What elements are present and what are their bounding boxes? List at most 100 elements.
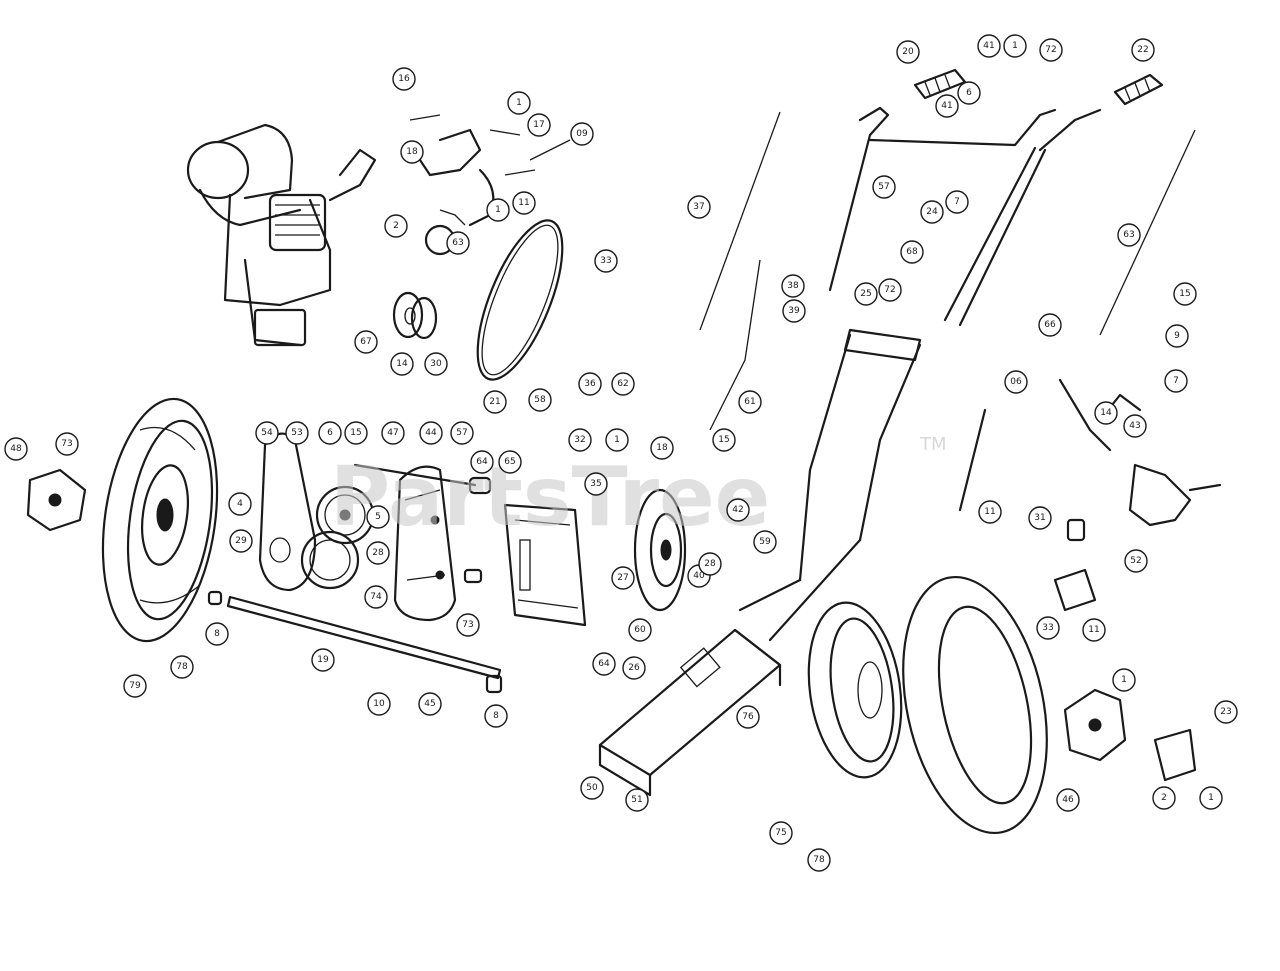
callout-circle [687, 195, 711, 219]
callout-circle [580, 776, 604, 800]
spacer-parts [207, 568, 503, 694]
callout-circle [781, 274, 805, 298]
callout-circle [650, 436, 674, 460]
callout-number: 18 [406, 147, 418, 157]
callout-circle [486, 198, 510, 222]
callout-circle [622, 656, 646, 680]
part-callout-39: 39 [782, 299, 806, 323]
callout-number: 72 [884, 285, 895, 295]
callout-circle [736, 705, 760, 729]
throttle-linkage [409, 114, 571, 256]
callout-circle [1117, 223, 1141, 247]
chain-case-housing [393, 465, 457, 622]
callout-number: 8 [493, 711, 499, 721]
callout-circle [1199, 786, 1223, 810]
part-callout-61: 61 [738, 390, 762, 414]
callout-circle [1082, 618, 1106, 642]
part-callout-59: 59 [753, 530, 777, 554]
clutch-linkage [958, 378, 1222, 612]
callout-circle [390, 352, 414, 376]
part-callout-79: 79 [123, 674, 147, 698]
part-callout-37: 37 [687, 195, 711, 219]
callout-circle [1173, 282, 1197, 306]
part-callout-75: 75 [769, 821, 793, 845]
callout-number: 78 [176, 662, 188, 672]
callout-circle [592, 652, 616, 676]
part-callout-06: 06 [1004, 370, 1028, 394]
part-callout-64: 64 [470, 450, 494, 474]
part-callout-1: 1 [1112, 668, 1136, 692]
callout-number: 72 [1045, 45, 1056, 55]
callout-number: 38 [787, 281, 799, 291]
callout-circle [384, 214, 408, 238]
part-callout-1: 1 [605, 428, 629, 452]
callout-circle [1039, 38, 1063, 62]
callout-circle [769, 821, 793, 845]
callout-number: 53 [291, 428, 302, 438]
callout-circle [1112, 668, 1136, 692]
right-wheel-tire [902, 575, 1048, 835]
callout-circle [628, 618, 652, 642]
part-callout-2: 2 [1152, 786, 1176, 810]
part-callout-31: 31 [1028, 506, 1052, 530]
part-callout-15: 15 [1173, 282, 1197, 306]
part-callout-9: 9 [1165, 324, 1189, 348]
part-callout-28: 28 [366, 541, 390, 565]
part-callout-73: 73 [456, 613, 480, 637]
callout-circle [400, 140, 424, 164]
callout-number: 5 [375, 512, 381, 522]
callout-number: 36 [584, 379, 596, 389]
part-callout-11: 11 [978, 500, 1002, 524]
callout-number: 7 [1173, 376, 1179, 386]
callout-circle [55, 432, 79, 456]
part-callout-7: 7 [945, 190, 969, 214]
callout-circle [205, 622, 229, 646]
part-callout-7: 7 [1164, 369, 1188, 393]
callout-number: 18 [656, 443, 668, 453]
part-callout-20: 20 [896, 40, 920, 64]
callout-number: 11 [1088, 625, 1099, 635]
part-callout-25: 25 [854, 282, 878, 306]
callout-circle [498, 450, 522, 474]
callout-number: 58 [534, 395, 546, 405]
callout-number: 2 [1161, 793, 1167, 803]
callout-circle [450, 421, 474, 445]
part-callout-35: 35 [584, 472, 608, 496]
callout-circle [854, 282, 878, 306]
callout-circle [977, 34, 1001, 58]
part-callout-64: 64 [592, 652, 616, 676]
part-callout-36: 36 [578, 372, 602, 396]
part-callout-29: 29 [229, 529, 253, 553]
callout-circle [896, 40, 920, 64]
part-callout-51: 51 [625, 788, 649, 812]
callout-circle [419, 421, 443, 445]
chassis-base [598, 628, 782, 797]
callout-circle [1131, 38, 1155, 62]
part-callout-60: 60 [628, 618, 652, 642]
part-callout-76: 76 [736, 705, 760, 729]
center-pulley [633, 488, 687, 612]
callout-number: 45 [424, 699, 435, 709]
callout-circle [1124, 549, 1148, 573]
callout-circle [584, 472, 608, 496]
callout-number: 65 [504, 457, 515, 467]
callout-circle [753, 530, 777, 554]
callout-circle [1056, 788, 1080, 812]
callout-circle [228, 492, 252, 516]
part-callout-47: 47 [381, 421, 405, 445]
part-callout-8: 8 [205, 622, 229, 646]
pulley-set [392, 291, 438, 340]
part-callout-19: 19 [311, 648, 335, 672]
callout-circle [935, 94, 959, 118]
callout-number: 50 [586, 783, 598, 793]
callout-number: 14 [396, 359, 408, 369]
callout-circle [698, 552, 722, 576]
callout-number: 43 [1129, 421, 1140, 431]
callout-number: 66 [1044, 320, 1056, 330]
callout-circle [594, 249, 618, 273]
watermark-text: PartsTree [330, 450, 770, 545]
callout-number: 11 [984, 507, 995, 517]
callout-number: 44 [425, 428, 437, 438]
callout-circle [782, 299, 806, 323]
part-callout-11: 11 [512, 191, 536, 215]
